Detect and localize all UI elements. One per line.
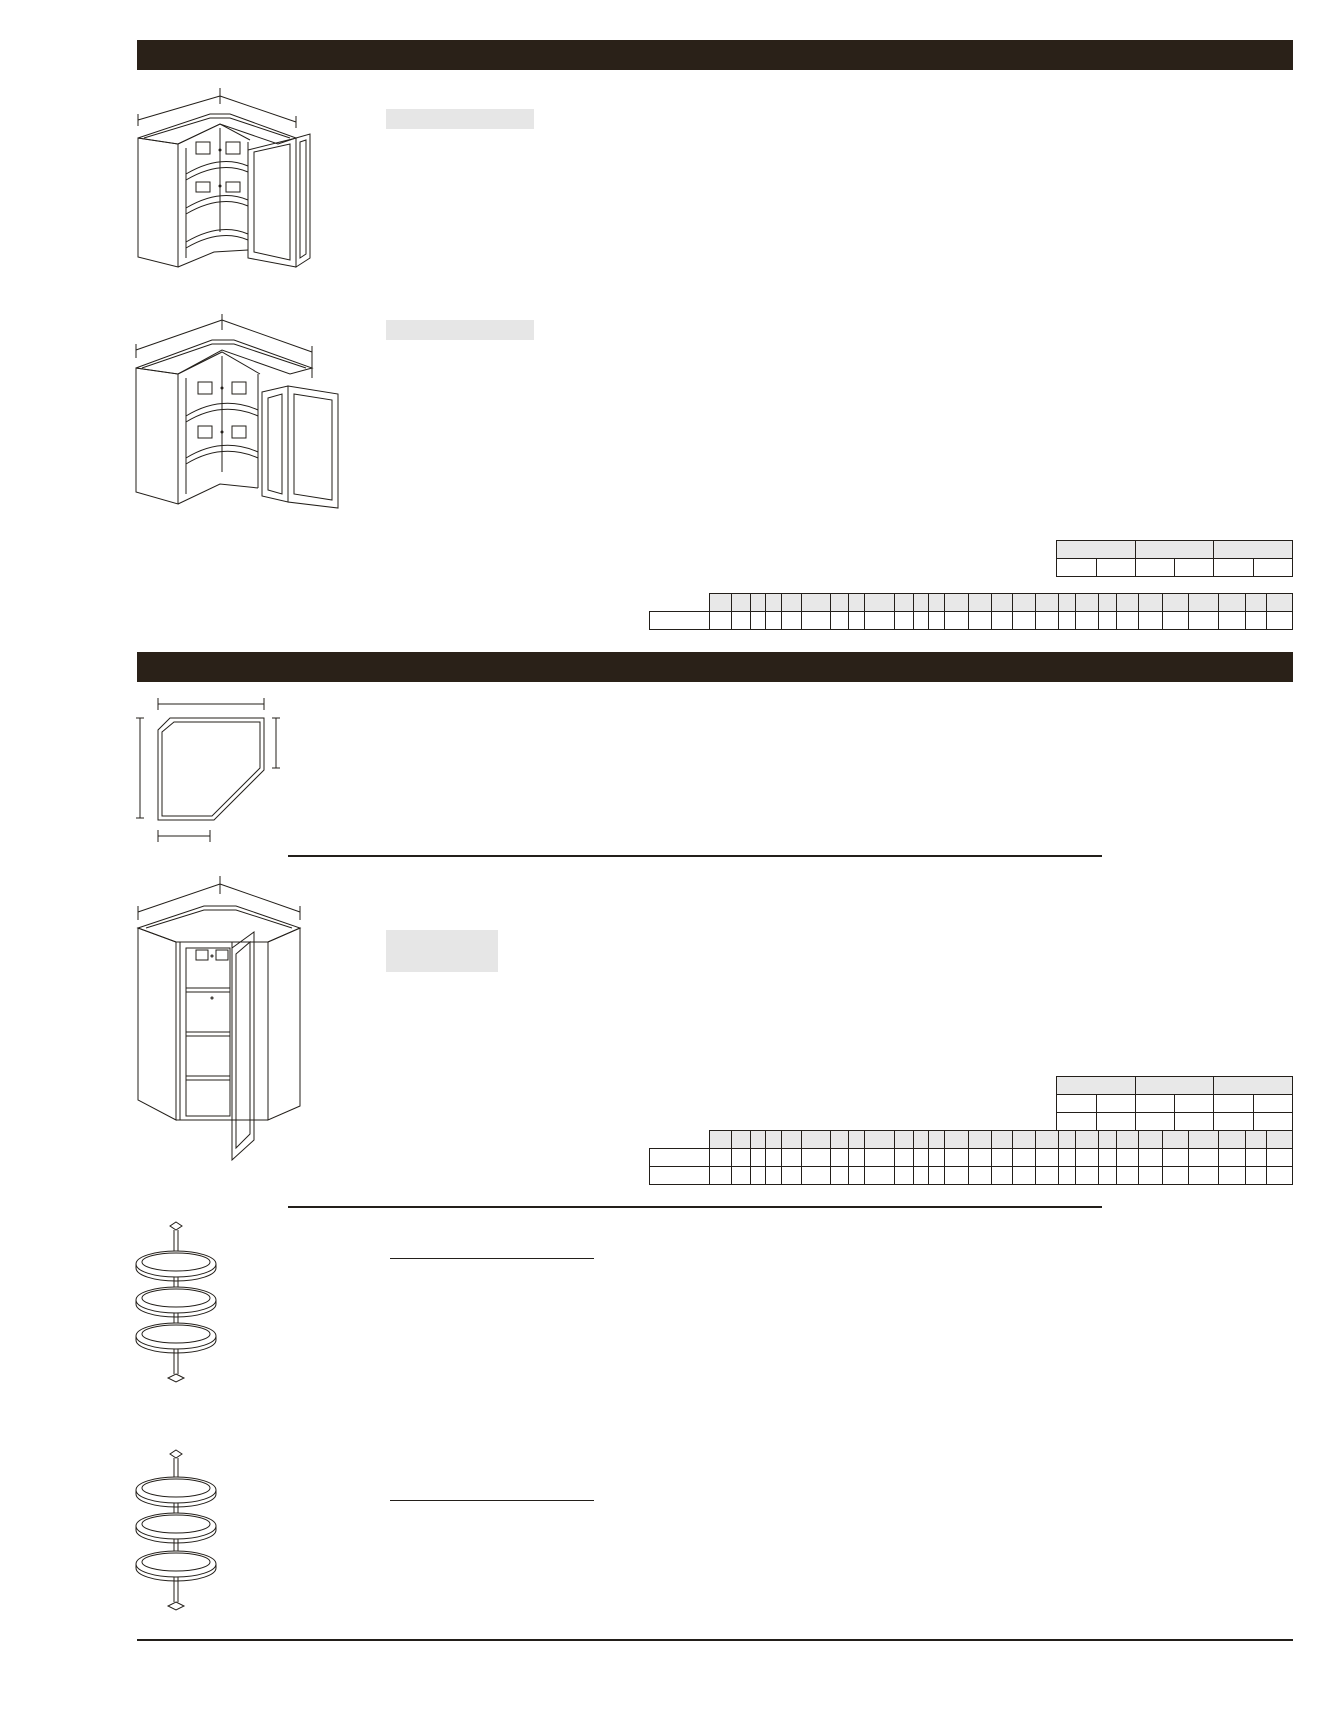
product-label-underline xyxy=(390,1258,594,1259)
divider-rule xyxy=(288,1206,1102,1208)
lazy-susan-three-shelf-drawing xyxy=(134,1218,224,1384)
section-header-band-diagonal-corner xyxy=(137,652,1293,682)
price-grid-2 xyxy=(649,1130,1293,1185)
product-label-underline xyxy=(390,1500,594,1501)
lazy-susan-three-shelf-drawing xyxy=(134,1446,224,1612)
section-header-band-corner-wall xyxy=(137,40,1293,70)
product-label-box xyxy=(386,109,534,129)
dimension-header-grid-1 xyxy=(1056,540,1293,577)
diagonal-corner-wall-cabinet-drawing xyxy=(130,870,310,1160)
easy-reach-corner-cabinet-bifold-door-drawing xyxy=(130,312,350,512)
product-label-box xyxy=(386,930,498,972)
diagonal-corner-top-view-drawing xyxy=(136,698,286,848)
price-grid-1 xyxy=(649,593,1293,630)
footer-rule xyxy=(137,1639,1293,1641)
divider-rule xyxy=(288,855,1102,857)
easy-reach-corner-cabinet-single-door-drawing xyxy=(130,82,330,272)
dimension-header-grid-2 xyxy=(1056,1076,1293,1131)
product-label-box xyxy=(386,320,534,340)
